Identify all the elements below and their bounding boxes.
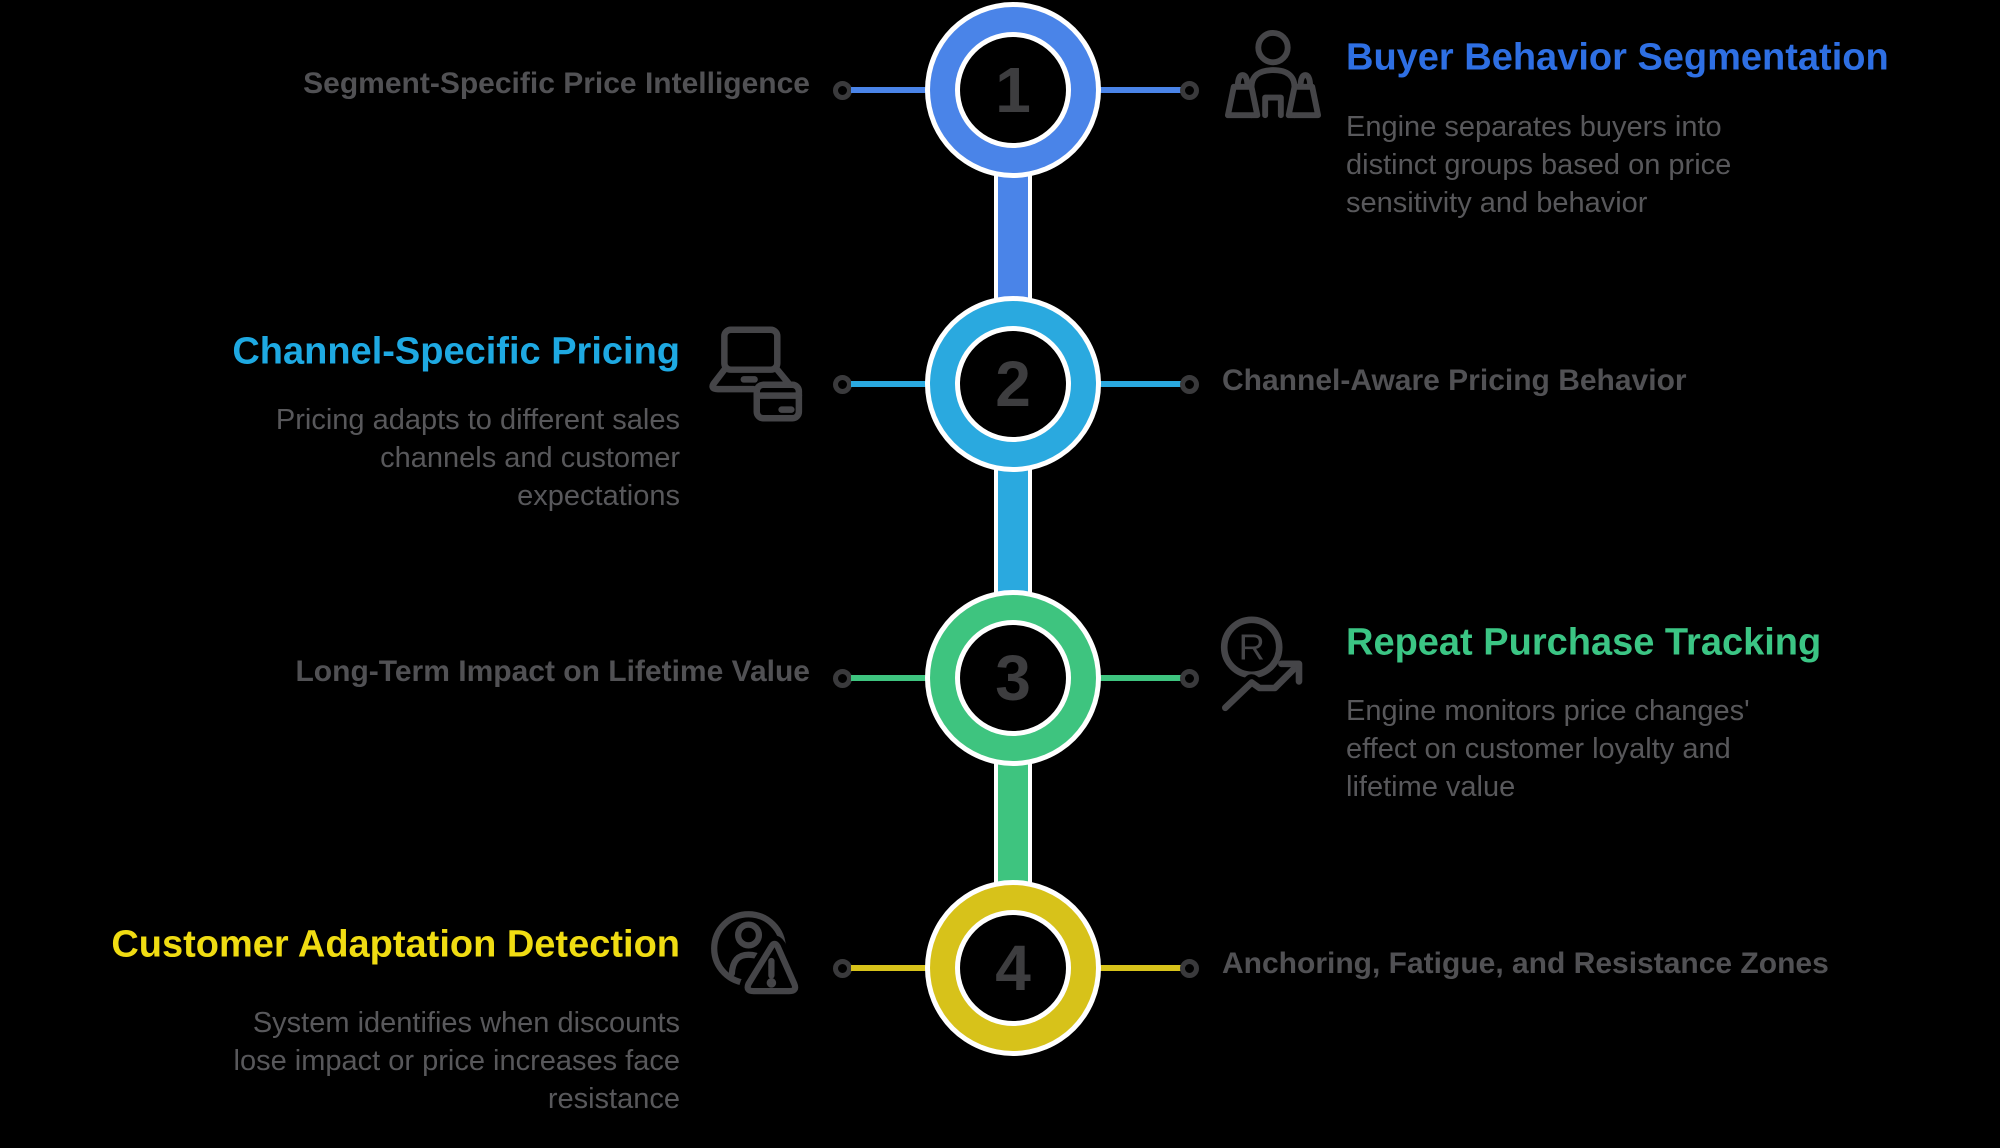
registered-letter: R <box>1239 626 1265 667</box>
buyer-with-shopping-bags-icon <box>1224 26 1322 126</box>
step2-description: Pricing adapts to different sales channe… <box>276 401 680 515</box>
step2-right-line <box>1097 381 1181 387</box>
step3-left-line <box>851 675 928 681</box>
step1-left-line <box>851 87 928 93</box>
step1-desc-line3: sensitivity and behavior <box>1346 187 1648 219</box>
step3-circle: 3 <box>925 590 1101 766</box>
step2-desc-line1: Pricing adapts to different sales <box>275 404 680 436</box>
repeat-purchase-trend-icon: R <box>1211 611 1321 721</box>
step2-title: Channel-Specific Pricing <box>232 330 680 373</box>
step4-right-line <box>1097 965 1181 971</box>
step3-description: Engine monitors price changes' effect on… <box>1346 692 1750 806</box>
step3-desc-line3: lifetime value <box>1346 771 1516 803</box>
step1-left-label: Segment-Specific Price Intelligence <box>303 67 810 100</box>
step2-right-label: Channel-Aware Pricing Behavior <box>1222 364 1687 397</box>
step4-desc-line1: System identifies when discounts <box>252 1007 680 1039</box>
step4-left-line <box>851 965 928 971</box>
step3-left-label: Long-Term Impact on Lifetime Value <box>295 655 810 688</box>
step4-right-endpoint-dot <box>1180 959 1199 978</box>
step4-left-endpoint-dot <box>833 959 852 978</box>
step1-description: Engine separates buyers into distinct gr… <box>1346 108 1731 222</box>
step1-desc-line2: distinct groups based on price <box>1346 149 1732 181</box>
step1-right-endpoint-dot <box>1180 81 1199 100</box>
step2-circle: 2 <box>925 296 1101 472</box>
step1-left-endpoint-dot <box>833 81 852 100</box>
step1-desc-line1: Engine separates buyers into <box>1346 111 1722 143</box>
step4-right-label: Anchoring, Fatigue, and Resistance Zones <box>1222 947 1829 980</box>
step3-title: Repeat Purchase Tracking <box>1346 621 1822 664</box>
step4-number: 4 <box>995 932 1031 1004</box>
step2-left-endpoint-dot <box>833 375 852 394</box>
step2-left-line <box>851 381 928 387</box>
step1-number: 1 <box>995 54 1031 126</box>
step3-right-endpoint-dot <box>1180 669 1199 688</box>
step3-left-endpoint-dot <box>833 669 852 688</box>
step1-title: Buyer Behavior Segmentation <box>1346 36 1889 79</box>
step3-desc-line2: effect on customer loyalty and <box>1346 733 1731 765</box>
step1-right-line <box>1097 87 1181 93</box>
step3-right-line <box>1097 675 1181 681</box>
step4-desc-line2: lose impact or price increases face <box>233 1045 680 1077</box>
customer-warning-icon <box>708 909 814 1013</box>
step4-desc-line3: resistance <box>547 1083 680 1115</box>
step2-desc-line2: channels and customer <box>380 442 680 474</box>
step2-number: 2 <box>995 348 1031 420</box>
step4-circle: 4 <box>925 880 1101 1056</box>
laptop-credit-card-icon <box>705 320 815 428</box>
step4-title: Customer Adaptation Detection <box>111 923 680 966</box>
step2-right-endpoint-dot <box>1180 375 1199 394</box>
step1-circle: 1 <box>925 2 1101 178</box>
step4-description: System identifies when discounts lose im… <box>234 1004 680 1118</box>
step3-number: 3 <box>995 642 1031 714</box>
step2-desc-line3: expectations <box>517 480 680 512</box>
step3-desc-line1: Engine monitors price changes' <box>1346 695 1750 727</box>
